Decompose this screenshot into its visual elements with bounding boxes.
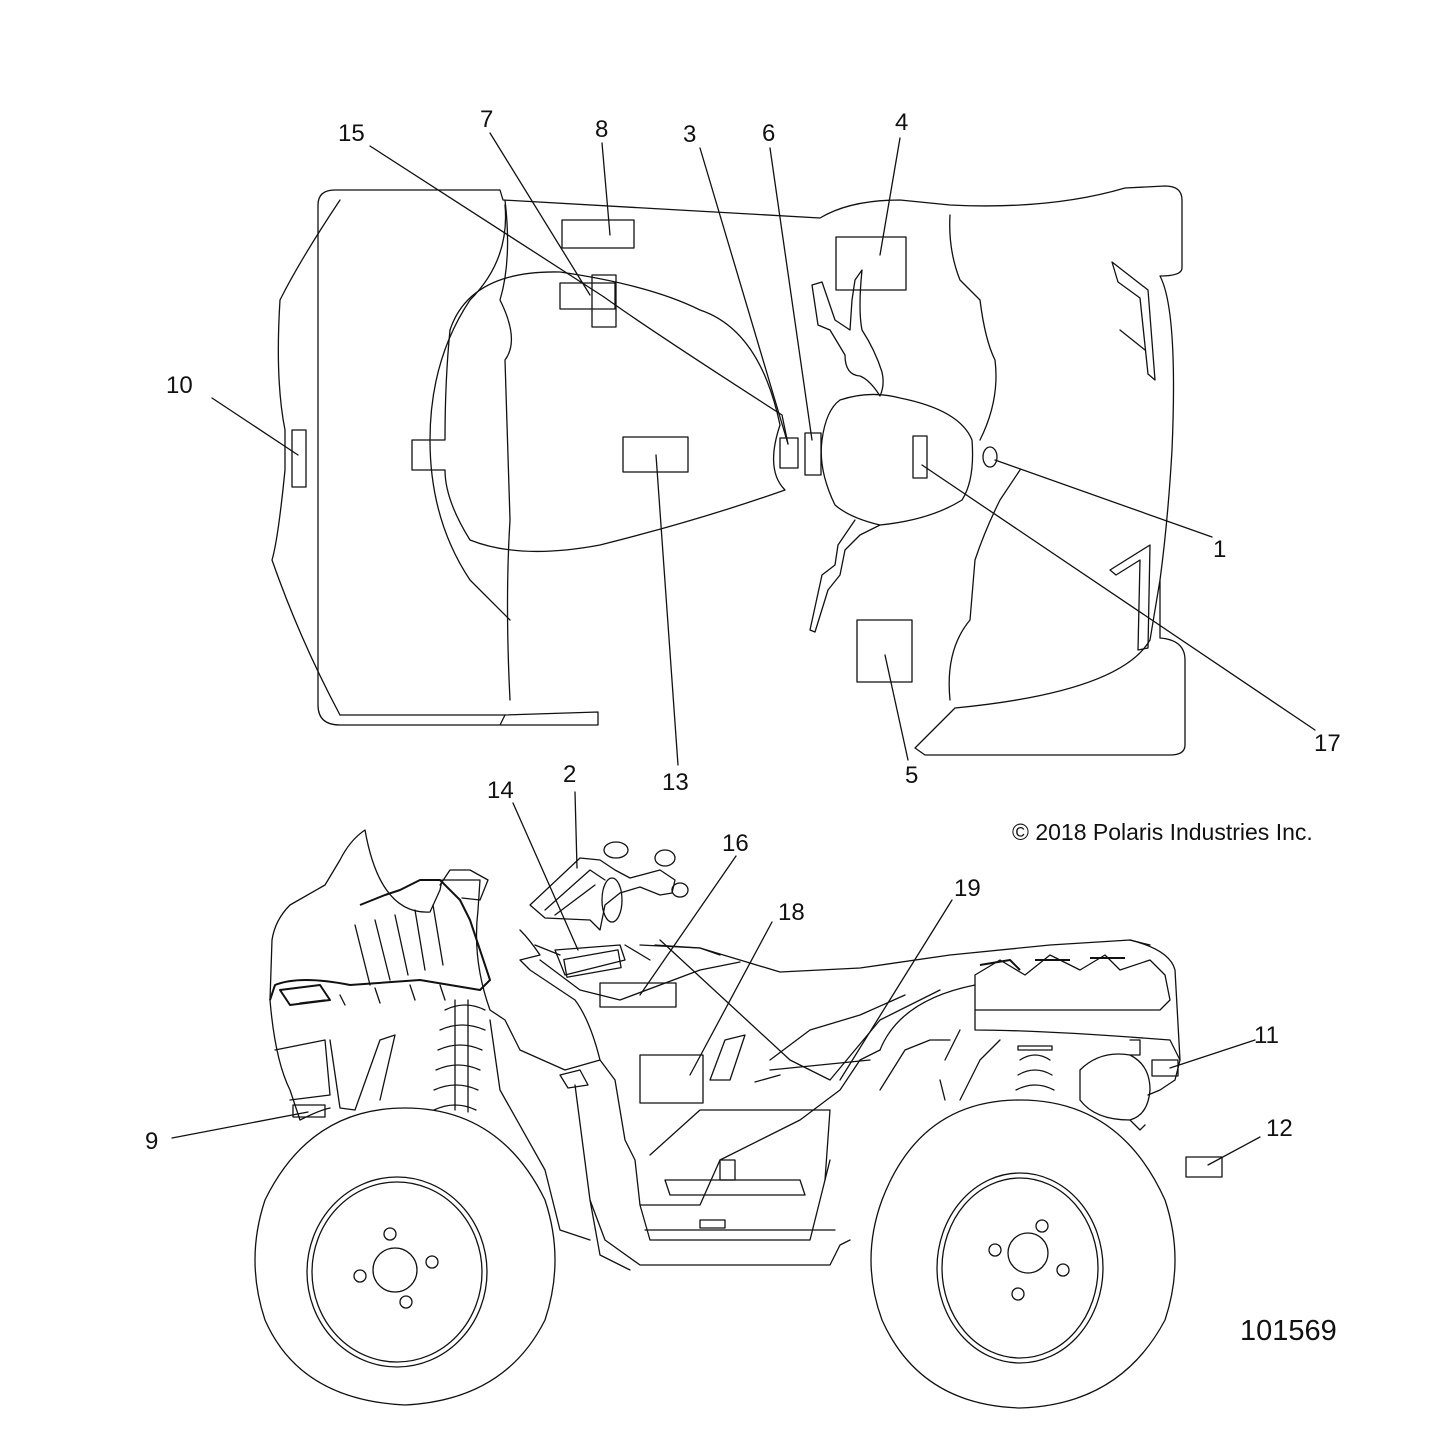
callout-8: 8 bbox=[595, 116, 608, 143]
callout-6: 6 bbox=[762, 120, 775, 147]
front-shock bbox=[433, 1004, 486, 1111]
front-wheel bbox=[254, 1107, 556, 1406]
decal-14 bbox=[563, 949, 622, 978]
callout-14: 14 bbox=[487, 777, 514, 804]
decal-9 bbox=[292, 1104, 326, 1118]
rear-shock bbox=[1015, 1045, 1055, 1091]
decal-17 bbox=[912, 435, 928, 479]
handlebar bbox=[529, 857, 676, 931]
callout-1: 1 bbox=[1213, 536, 1226, 563]
decal-4 bbox=[835, 236, 907, 291]
decal-16 bbox=[599, 982, 677, 1008]
callout-4: 4 bbox=[895, 109, 908, 136]
top-tank bbox=[820, 393, 974, 526]
callout-2: 2 bbox=[563, 761, 576, 788]
leader-lines bbox=[171, 132, 1316, 1166]
side-rear-fender bbox=[974, 954, 1171, 1011]
decal-6 bbox=[804, 432, 822, 476]
decal-12 bbox=[1185, 1156, 1223, 1178]
callout-18: 18 bbox=[778, 899, 805, 926]
callout-16: 16 bbox=[722, 830, 749, 857]
front-rack bbox=[269, 879, 491, 1001]
decal-15 bbox=[591, 274, 617, 328]
callout-7: 7 bbox=[480, 106, 493, 133]
diagram-number: 101569 bbox=[1240, 1315, 1337, 1347]
decal-1 bbox=[982, 446, 998, 468]
callout-17: 17 bbox=[1314, 730, 1341, 757]
atv-top-view bbox=[271, 185, 1186, 756]
atv-side-view bbox=[254, 829, 1223, 1409]
callout-19: 19 bbox=[954, 875, 981, 902]
top-seat bbox=[411, 271, 786, 553]
top-body-outline bbox=[317, 185, 1186, 756]
side-seat bbox=[654, 939, 1151, 973]
callout-15: 15 bbox=[338, 120, 365, 147]
callout-3: 3 bbox=[683, 121, 696, 148]
decal-7 bbox=[559, 282, 616, 310]
decal-18 bbox=[639, 1054, 704, 1104]
decal-8 bbox=[561, 219, 635, 249]
muffler bbox=[1079, 1053, 1151, 1121]
callout-12: 12 bbox=[1266, 1115, 1293, 1142]
decal-3 bbox=[779, 437, 799, 469]
decal-11 bbox=[1151, 1059, 1179, 1077]
decal-10 bbox=[291, 429, 307, 488]
rear-wheel bbox=[870, 1099, 1176, 1409]
callout-11: 11 bbox=[1254, 1022, 1279, 1049]
callout-9: 9 bbox=[145, 1128, 158, 1155]
callout-labels: 1 2 3 4 5 6 7 8 9 10 11 12 13 14 15 16 1… bbox=[145, 106, 1341, 1155]
callout-10: 10 bbox=[166, 372, 193, 399]
callout-5: 5 bbox=[905, 762, 918, 789]
decal-5 bbox=[856, 619, 913, 683]
callout-13: 13 bbox=[662, 769, 689, 796]
copyright-notice: © 2018 Polaris Industries Inc. bbox=[1012, 819, 1313, 845]
side-front-fender bbox=[269, 829, 601, 1071]
decal-13 bbox=[622, 436, 689, 473]
